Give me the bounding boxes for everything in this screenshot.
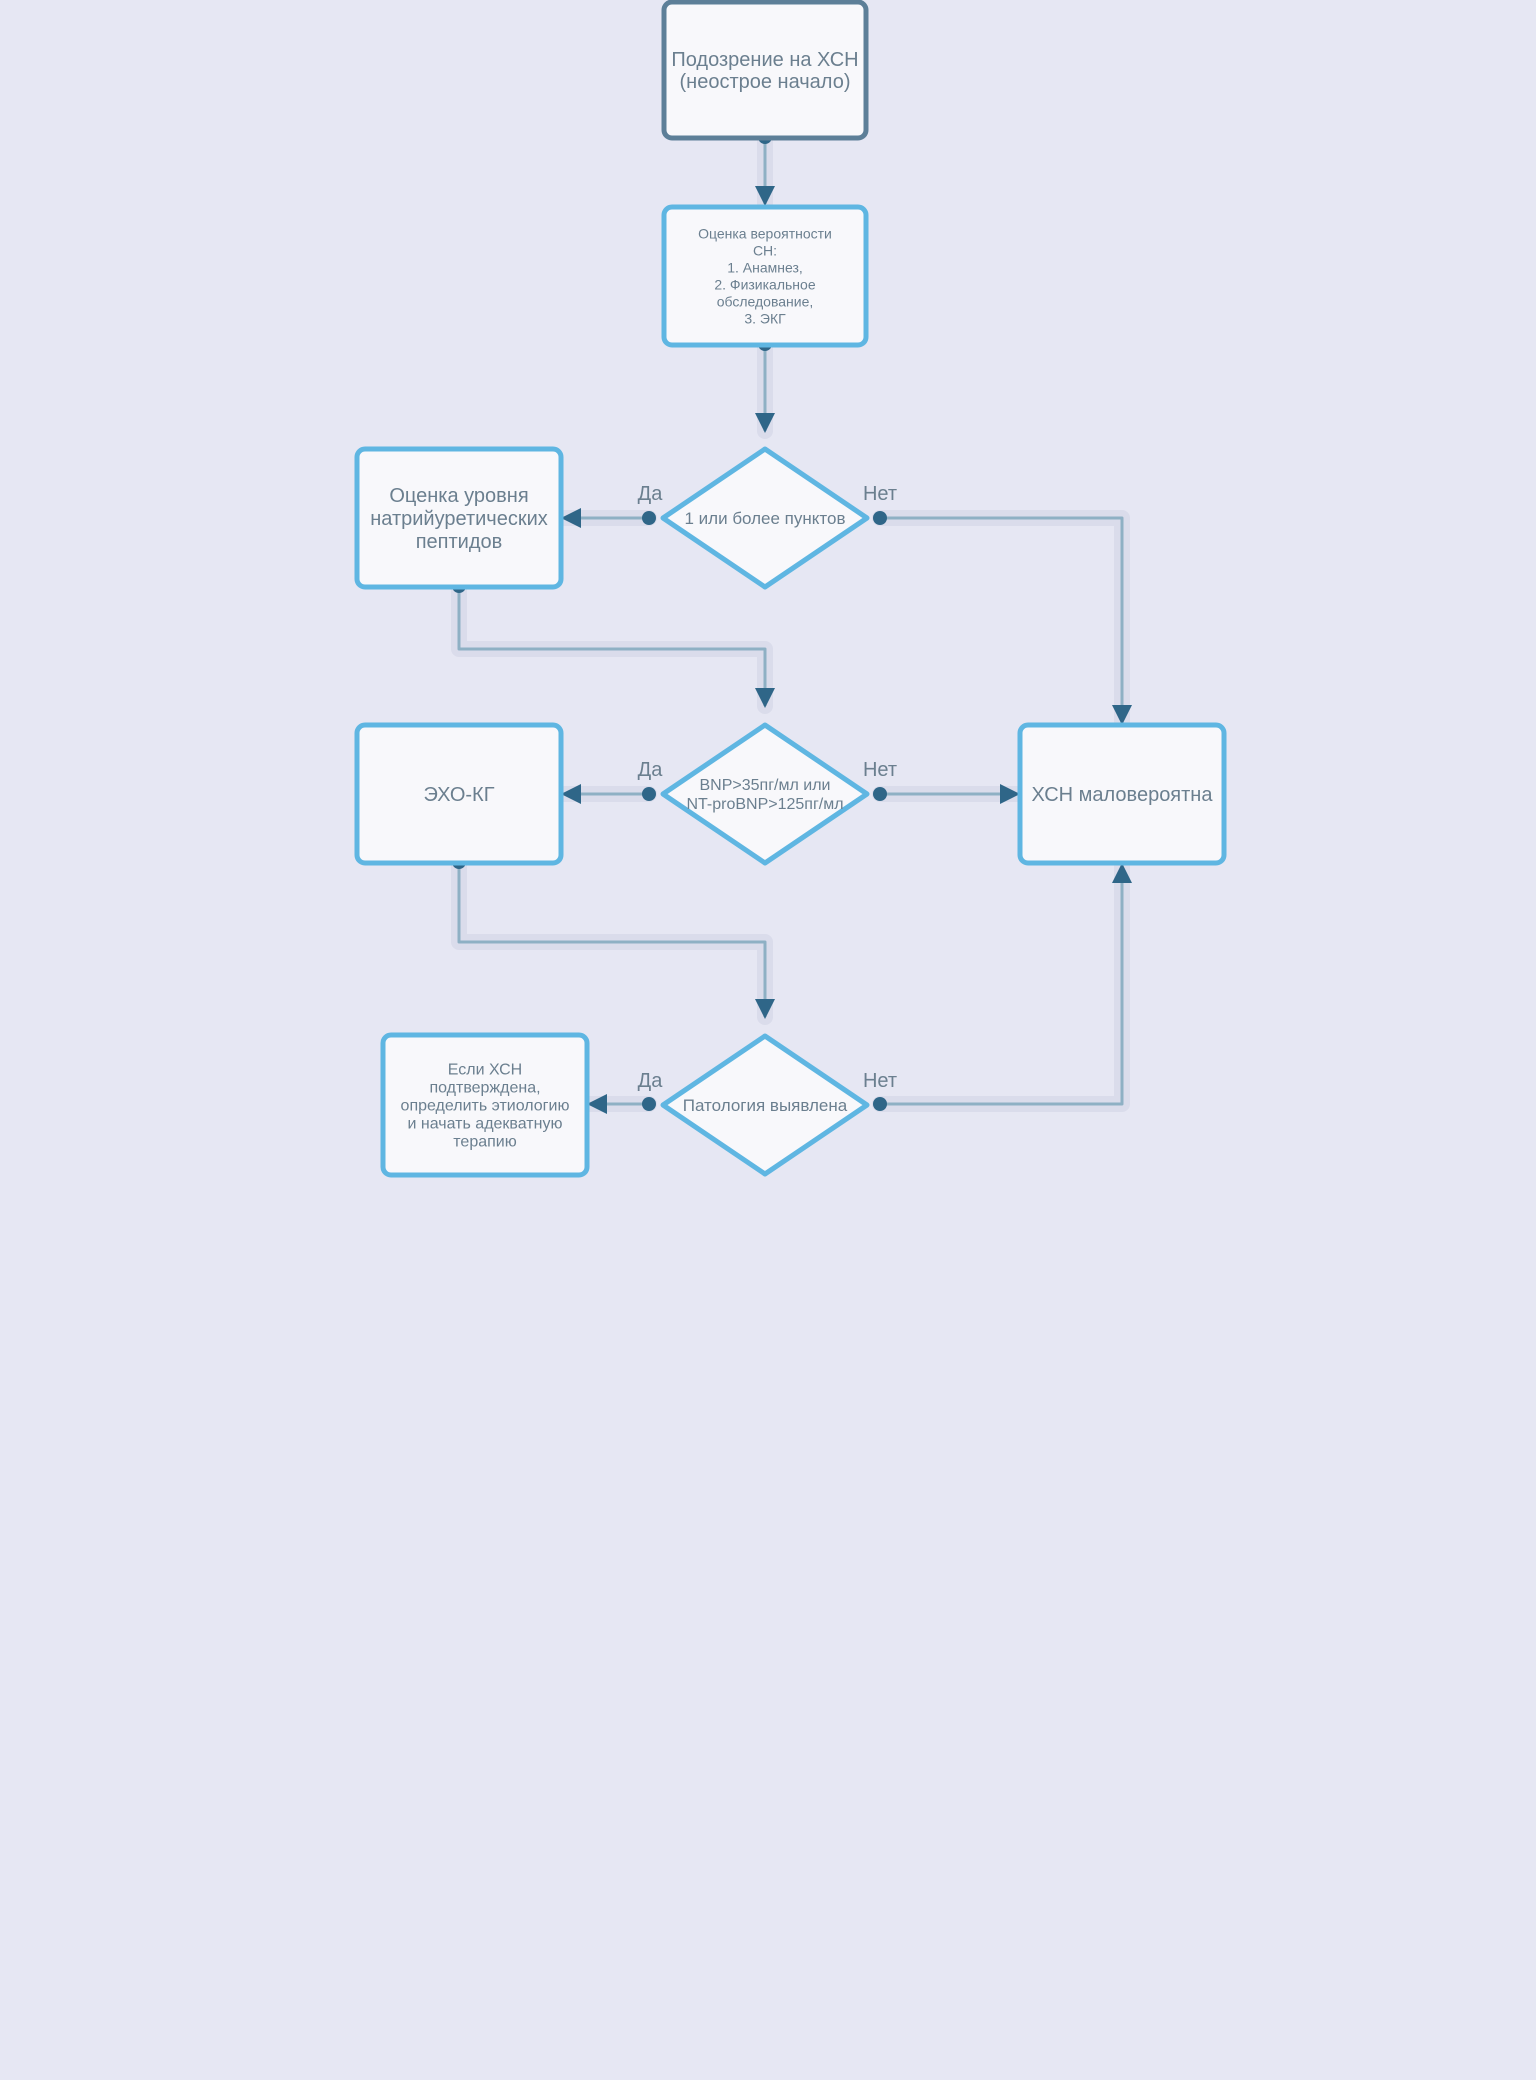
edge-halo	[451, 578, 773, 714]
edge-source-dot	[873, 511, 887, 525]
edge-line	[457, 586, 775, 708]
node-label: Патология выявлена	[683, 1096, 848, 1115]
edge-d2-to-unlikely	[872, 784, 1026, 804]
node-label-line: Если ХСН	[448, 1062, 522, 1079]
node-label-line: 1. Анамнез,	[727, 259, 803, 275]
node-label: ЭХО-КГ	[423, 784, 494, 806]
edge-halo	[451, 854, 773, 1025]
edge-line	[880, 863, 1132, 1106]
node-label: Подозрение на ХСН(неострое начало)	[671, 49, 858, 93]
edge-halo	[872, 510, 1130, 731]
node-label-line: (неострое начало)	[680, 71, 851, 93]
node-label-line: Патология выявлена	[683, 1096, 848, 1115]
node-label-line: и начать адекватную	[408, 1116, 563, 1133]
edge-peptides-to-d2	[451, 578, 775, 714]
node-label-line: NT-proBNP>125пг/мл	[686, 796, 843, 813]
edge-source-dot	[873, 787, 887, 801]
edge-source-dot	[642, 1097, 656, 1111]
node-label-line: обследование,	[717, 293, 814, 309]
edge-label: Нет	[863, 483, 897, 505]
edges-layer	[451, 129, 1132, 1114]
decision-diamond	[660, 722, 870, 866]
edge-label: Да	[638, 1070, 664, 1092]
node-echo: ЭХО-КГ	[354, 722, 564, 866]
edge-source-dot	[873, 1097, 887, 1111]
edge-label: Да	[638, 759, 664, 781]
process-box	[661, 0, 869, 141]
node-label-line: Подозрение на ХСН	[671, 49, 858, 71]
edge-source-dot	[642, 511, 656, 525]
process-box	[354, 722, 564, 866]
node-label-line: пептидов	[416, 531, 503, 553]
edge-echo-to-d3	[451, 854, 775, 1025]
node-d3: Патология выявлена	[660, 1033, 870, 1177]
edge-d2-to-echo	[555, 784, 657, 804]
process-box	[1017, 722, 1227, 866]
edge-start-to-assess	[755, 129, 775, 212]
node-unlikely: ХСН маловероятна	[1017, 722, 1227, 866]
decision-diamond	[660, 1033, 870, 1177]
node-label-line: терапию	[453, 1134, 516, 1151]
node-label-line: BNP>35пг/мл или	[700, 777, 831, 794]
edge-line	[880, 516, 1132, 725]
nodes-layer: Подозрение на ХСН(неострое начало) Оценка…	[354, 0, 1227, 1178]
process-box	[380, 1032, 590, 1178]
node-start: Подозрение на ХСН(неострое начало)	[661, 0, 869, 141]
node-d1: 1 или более пунктов	[660, 446, 870, 590]
edge-assess-to-d1	[755, 336, 775, 439]
edge-halo	[872, 857, 1130, 1112]
node-label-line: Оценка вероятности	[698, 225, 832, 241]
node-label-line: натрийуретических	[370, 508, 548, 530]
edge-label: Нет	[863, 1070, 897, 1092]
edge-d1-to-peptides	[555, 508, 657, 528]
edge-label: Да	[638, 483, 664, 505]
node-label-line: 2. Физикальное	[714, 276, 815, 292]
node-label-line: СН:	[753, 242, 777, 258]
edge-d3-to-unlikely	[872, 857, 1132, 1112]
edge-source-dot	[642, 787, 656, 801]
node-label: ХСН маловероятна	[1032, 784, 1214, 806]
node-label-line: ЭХО-КГ	[423, 784, 494, 806]
node-label-line: определить этиологию	[401, 1098, 570, 1115]
node-label: 1 или более пунктов	[685, 509, 846, 528]
process-box	[354, 446, 564, 590]
edge-line	[457, 862, 775, 1019]
edge-label: Нет	[863, 759, 897, 781]
process-box	[661, 204, 869, 348]
node-label-line: 3. ЭКГ	[744, 310, 786, 326]
edge-d3-to-confirmed	[581, 1094, 657, 1114]
node-label-line: подтверждена,	[429, 1080, 540, 1097]
node-label-line: 1 или более пунктов	[685, 509, 846, 528]
edge-d1-to-unlikely	[872, 510, 1132, 731]
decision-diamond	[660, 446, 870, 590]
node-label-line: Оценка уровня	[389, 485, 528, 507]
node-label-line: ХСН маловероятна	[1032, 784, 1214, 806]
